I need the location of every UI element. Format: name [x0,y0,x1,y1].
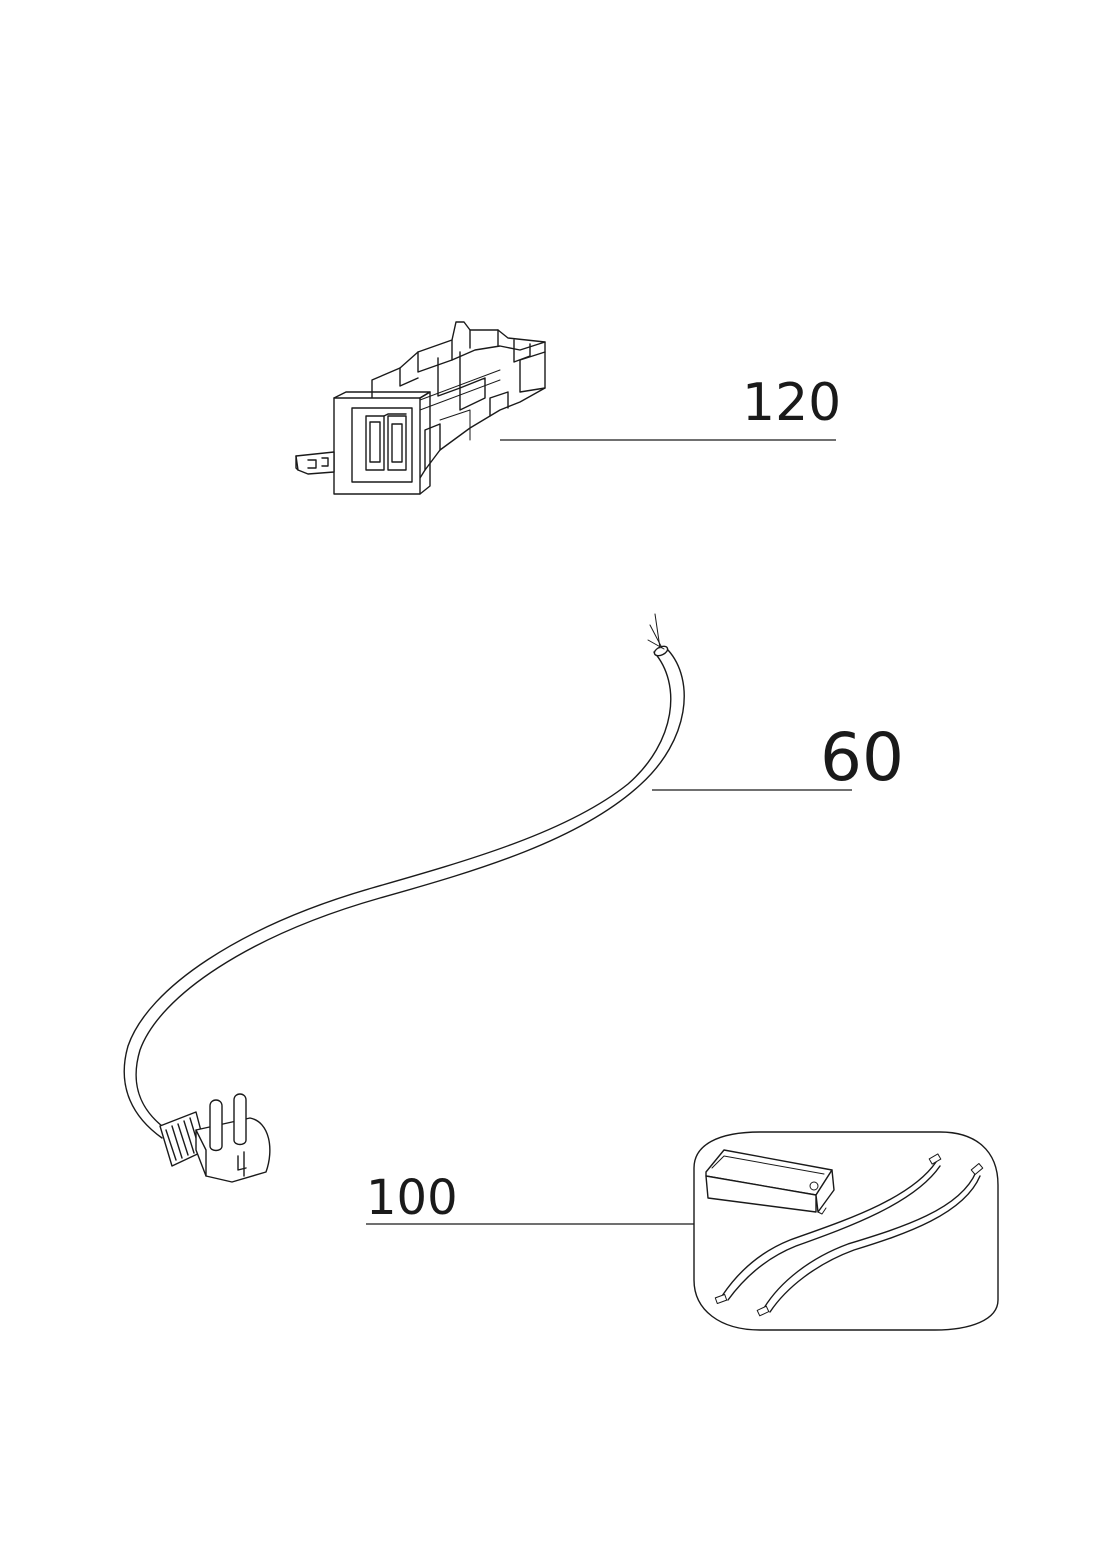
callout-label-120: 120 [742,373,841,433]
callout-label-100: 100 [366,1170,458,1226]
rocker-switch-icon [295,321,546,495]
callout-label-60: 60 [820,719,904,796]
led-driver-kit-icon [693,1131,999,1331]
power-cord-plug-icon [123,613,685,1183]
